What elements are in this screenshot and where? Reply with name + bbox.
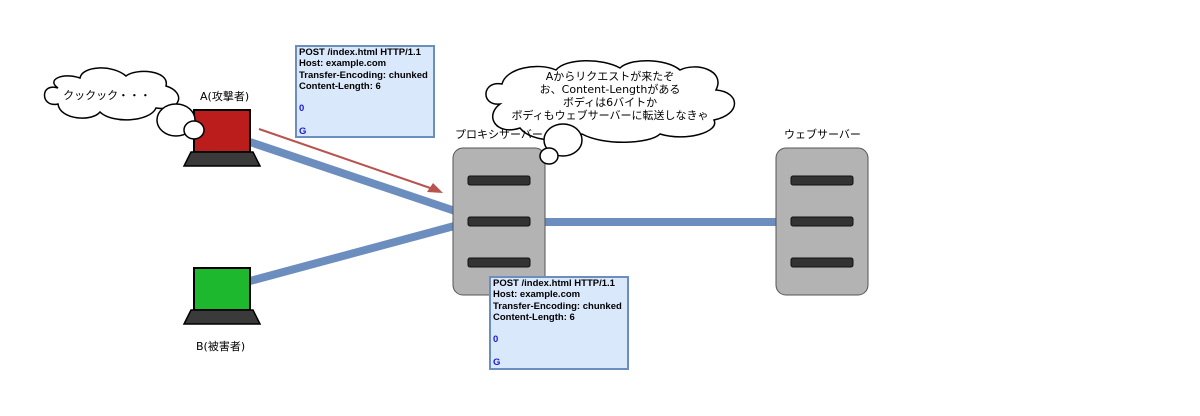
- request-line: Host: example.com: [493, 289, 581, 301]
- web-server-label: ウェブサーバー: [784, 128, 861, 141]
- request-body-line: 0: [299, 103, 305, 115]
- link-victim-proxy: [248, 221, 460, 285]
- request-box-top: POST /index.html HTTP/1.1 Host: example.…: [295, 45, 435, 138]
- request-line: Content-Length: 6: [299, 80, 381, 92]
- request-line: Transfer-Encoding: chunked: [299, 69, 428, 81]
- victim-laptop-icon: [182, 267, 262, 325]
- proxy-thought-line: Aからリクエストが来たぞ: [545, 70, 675, 83]
- web-server-icon: [775, 147, 869, 296]
- link-attacker-proxy: [248, 138, 460, 216]
- proxy-thought-line: ボディもウェブサーバーに転送しなきゃ: [511, 109, 709, 122]
- proxy-server-icon: [452, 147, 546, 296]
- attacker-thought-cloud-icon: [43, 67, 205, 140]
- request-box-bottom: POST /index.html HTTP/1.1 Host: example.…: [489, 276, 629, 370]
- proxy-thought-text: Aからリクエストが来たぞ お、Content-Lengthがある ボディは6バイ…: [490, 70, 730, 122]
- request-line: Host: example.com: [299, 58, 387, 70]
- request-line: Content-Length: 6: [493, 311, 575, 323]
- attacker-thought-text: クックック・・・: [63, 89, 151, 102]
- proxy-thought-line: ボディは6バイトか: [562, 96, 658, 109]
- proxy-thought-cloud-icon: [485, 60, 736, 165]
- request-arrow: [258, 128, 443, 193]
- request-line: Transfer-Encoding: chunked: [493, 300, 622, 312]
- proxy-server-label: プロキシサーバー: [455, 128, 543, 141]
- victim-label: B(被害者): [196, 340, 246, 353]
- attacker-label: A(攻撃者): [200, 90, 250, 103]
- request-body-line: 0: [493, 334, 499, 346]
- request-line: POST /index.html HTTP/1.1: [299, 47, 421, 58]
- request-body-line: G: [299, 126, 307, 138]
- proxy-thought-line: お、Content-Lengthがある: [539, 83, 681, 96]
- request-line: POST /index.html HTTP/1.1: [493, 278, 615, 289]
- request-body-line: G: [493, 357, 501, 369]
